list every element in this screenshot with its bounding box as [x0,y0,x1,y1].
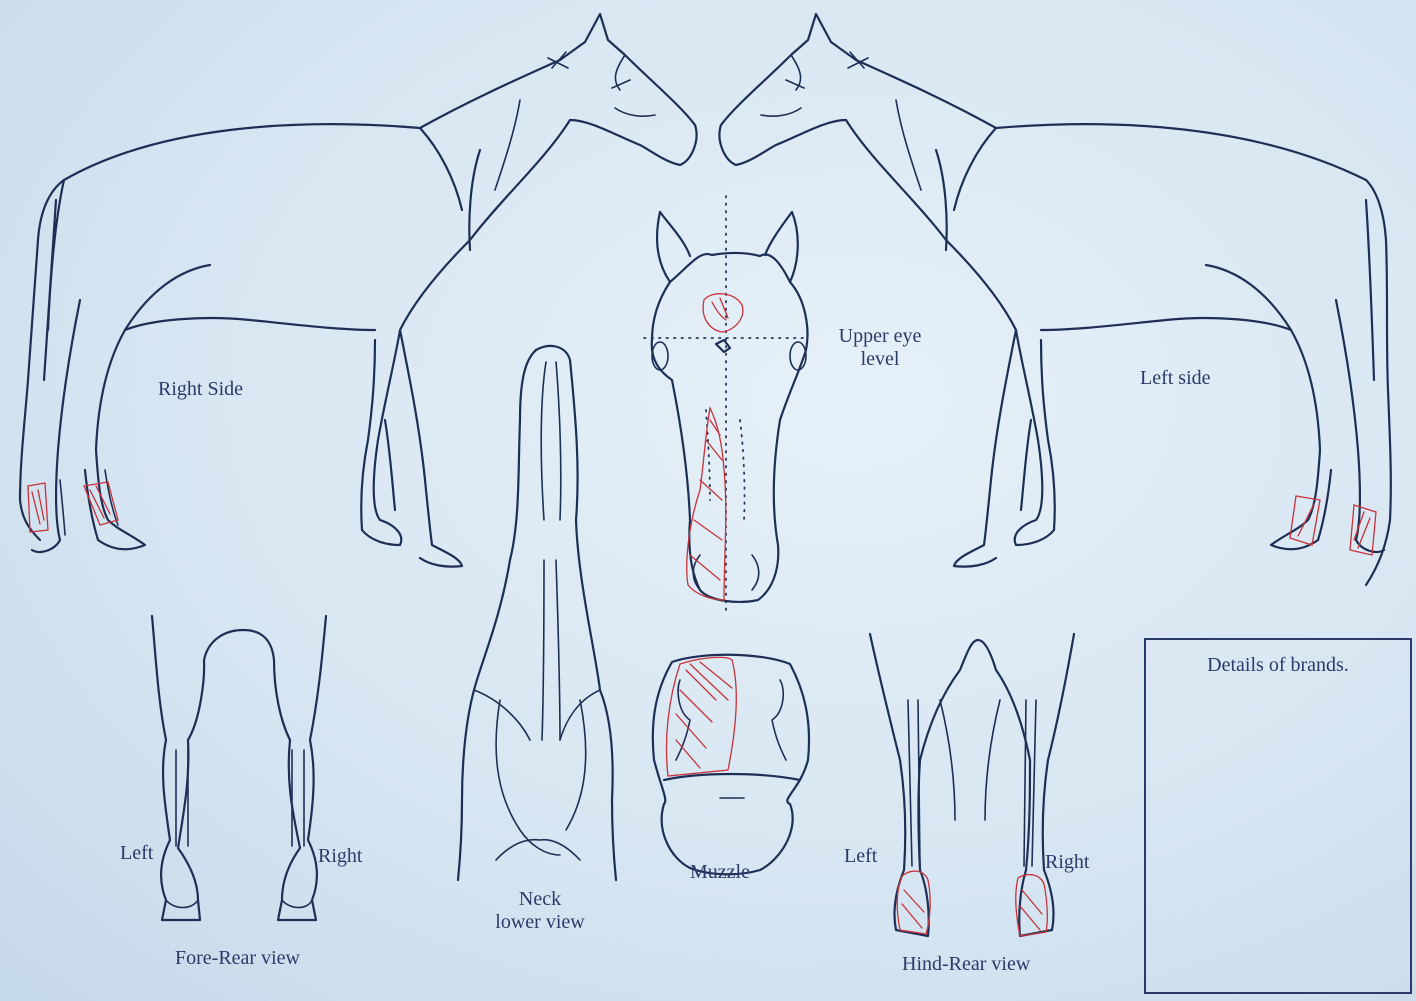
details-of-brands-label: Details of brands. [1146,654,1410,677]
muzzle-label: Muzzle [690,861,750,884]
right-side-label: Right Side [158,378,243,401]
left-side-label: Left side [1140,367,1211,390]
hind-right-label: Right [1045,851,1089,874]
right-side-horse [20,14,697,567]
hind-left-label: Left [844,845,877,868]
fore-rear-view [152,616,326,920]
hind-rear-view [870,634,1074,936]
muzzle-view [653,655,809,875]
head-front-view [644,196,808,612]
fore-right-label: Right [318,845,362,868]
left-side-horse [719,14,1390,585]
brands-details-box: Details of brands. [1144,638,1412,994]
fore-left-label: Left [120,842,153,865]
upper-eye-level-label: Upper eye level [832,325,928,371]
neck-lower-view [458,346,616,880]
hind-rear-view-label: Hind-Rear view [902,953,1030,976]
fore-rear-view-label: Fore-Rear view [175,947,300,970]
neck-lower-view-label: Neck lower view [478,888,602,934]
